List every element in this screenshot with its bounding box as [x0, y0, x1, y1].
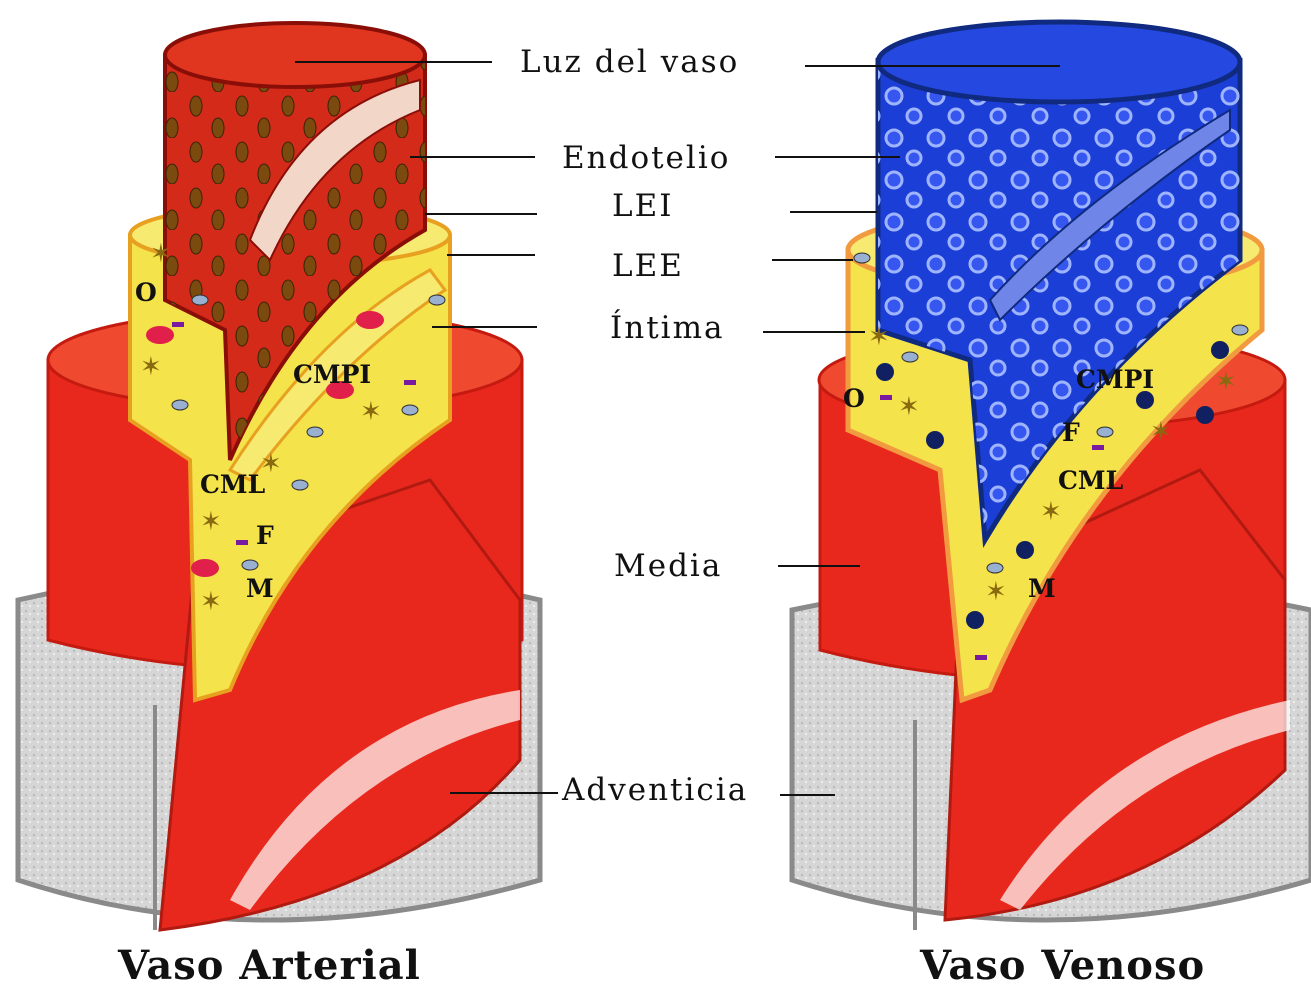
svg-text:✶: ✶ — [150, 239, 172, 269]
svg-text:✶: ✶ — [898, 392, 920, 422]
svg-text:✶: ✶ — [1215, 367, 1237, 397]
svg-text:✶: ✶ — [200, 587, 222, 617]
svg-text:✶: ✶ — [1150, 417, 1172, 447]
svg-text:✶: ✶ — [868, 322, 890, 352]
label-adventicia: Adventicia — [562, 772, 748, 808]
vein-marker-cmpi: CMPI — [1076, 365, 1154, 394]
artery-marker-cmpi: CMPI — [293, 360, 371, 389]
label-media: Media — [614, 548, 722, 584]
svg-text:✶: ✶ — [140, 352, 162, 382]
artery-marker-m: M — [246, 574, 274, 603]
vein-vessel: ✶ ✶ ✶ ✶ ✶ ✶ — [792, 22, 1311, 930]
svg-text:✶: ✶ — [1040, 497, 1062, 527]
artery-marker-cml: CML — [200, 470, 265, 499]
label-intima: Íntima — [610, 310, 724, 346]
label-lei: LEI — [612, 188, 673, 224]
artery-title: Vaso Arterial — [118, 942, 421, 989]
artery-marker-o: O — [135, 278, 157, 307]
vein-marker-cml: CML — [1058, 466, 1123, 495]
label-lee: LEE — [612, 248, 684, 284]
vein-marker-f: F — [1062, 418, 1080, 447]
artery-marker-f: F — [256, 521, 274, 550]
vein-marker-o: O — [843, 384, 865, 413]
vein-marker-m: M — [1028, 574, 1056, 603]
svg-text:✶: ✶ — [360, 397, 382, 427]
vein-title: Vaso Venoso — [920, 942, 1205, 989]
label-luz-del-vaso: Luz del vaso — [520, 44, 739, 80]
label-endotelio: Endotelio — [562, 140, 730, 176]
svg-text:✶: ✶ — [200, 507, 222, 537]
svg-text:✶: ✶ — [985, 577, 1007, 607]
